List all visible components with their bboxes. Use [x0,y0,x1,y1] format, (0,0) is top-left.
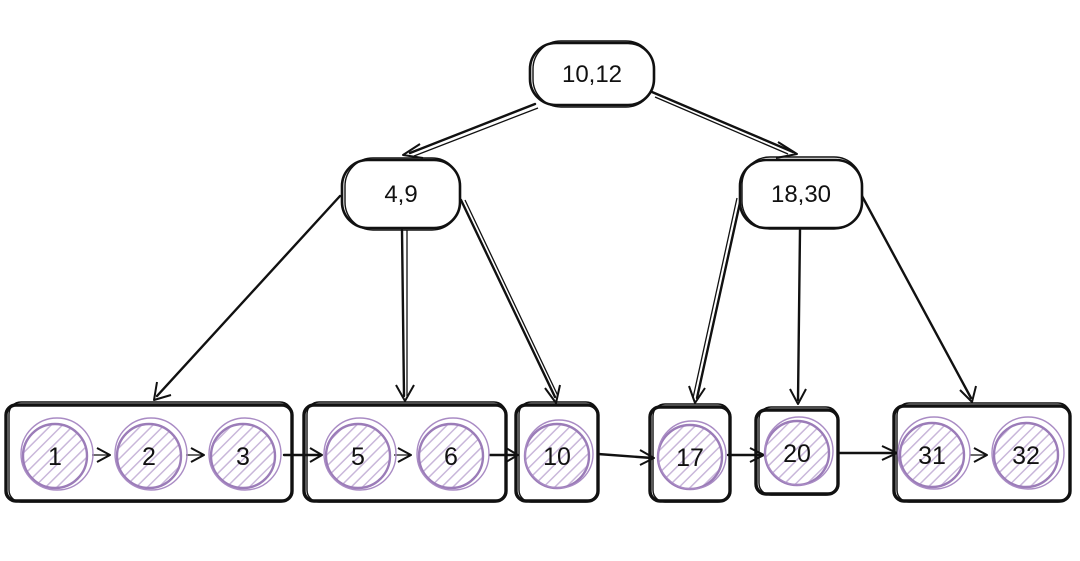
svg-text:17: 17 [676,444,704,472]
leaf-node: 10 [514,401,600,503]
edge-49-to-leaf3 [459,198,557,399]
leaf-key: 31 [897,416,971,490]
edge-49-to-leaf1 [155,194,342,398]
svg-text:3: 3 [236,443,250,471]
svg-text:1: 1 [48,443,62,471]
leaf-node: 1 2 3 [4,401,294,503]
edge-root-to-left [408,102,537,155]
tree-edges [153,90,977,405]
svg-text:10: 10 [543,443,571,471]
leaf-key: 3 [208,417,282,491]
internal-node-right-label: 18,30 [771,181,831,208]
leaf-node: 17 [648,403,732,503]
root-node-label: 10,12 [562,61,622,88]
leaf-key: 32 [991,416,1065,490]
edge-1830-to-leaf6 [860,194,973,400]
root-node: 10,12 [528,40,656,108]
internal-node-left-label: 4,9 [384,181,417,208]
edge-1830-to-leaf4 [695,196,743,400]
leaf-key: 17 [656,420,727,491]
leaf-key: 5 [323,417,397,491]
leaf-key: 20 [763,416,834,487]
svg-text:32: 32 [1012,442,1040,470]
leaf-key: 2 [114,417,188,491]
leaf-key: 6 [416,417,490,491]
svg-text:31: 31 [918,442,946,470]
edge-1830-to-leaf5 [796,228,802,402]
svg-text:2: 2 [142,443,156,471]
leaf-key: 1 [20,417,94,491]
leaf-node: 20 [754,406,840,496]
leaf-links [92,445,988,466]
leaf-node: 5 6 [302,401,508,503]
svg-text:5: 5 [351,443,365,471]
internal-node-left: 4,9 [340,157,462,231]
leaf-node: 31 32 [892,402,1072,503]
svg-text:20: 20 [783,440,811,468]
edge-root-to-left-arrowhead [402,143,424,159]
leaf-key: 10 [523,419,594,490]
internal-node-right: 18,30 [738,156,864,230]
svg-text:6: 6 [444,443,458,471]
edge-49-to-leaf2 [400,228,406,398]
edge-root-to-right [650,90,795,154]
